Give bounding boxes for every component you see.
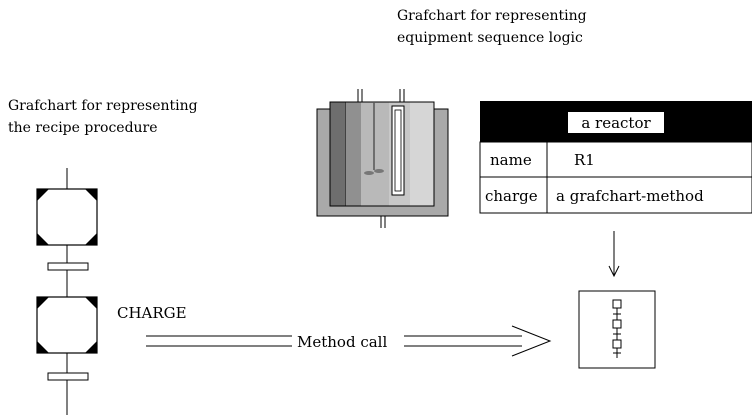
recipe-caption-line2: the recipe procedure (8, 120, 158, 136)
method-reference-arrow (608, 231, 620, 278)
charge-step-label: CHARGE (117, 304, 187, 322)
reactor-table-title: a reactor (581, 114, 651, 132)
method-call-arrow: Method call (146, 325, 552, 357)
attribute-charge-value: a grafchart-method (556, 187, 704, 205)
procedure-step-1[interactable] (36, 188, 98, 246)
transition-bar-2[interactable] (47, 372, 89, 381)
attribute-name-label: name (490, 151, 532, 169)
recipe-caption-line1: Grafchart for representing (8, 98, 198, 114)
method-call-label: Method call (297, 333, 387, 351)
attribute-charge-label: charge (485, 187, 538, 205)
charge-step[interactable] (36, 296, 98, 354)
reactor-table: a reactor name R1 charge a grafchart-met… (479, 101, 752, 214)
grafchart-method-icon[interactable] (578, 290, 656, 369)
transition-bar-1[interactable] (47, 262, 89, 271)
equipment-caption-line1: Grafchart for representing (397, 8, 587, 24)
equipment-caption-line2: equipment sequence logic (397, 30, 583, 46)
attribute-name-value: R1 (574, 151, 595, 169)
reactor-illustration (316, 89, 449, 228)
recipe-grafchart: CHARGE (36, 168, 187, 415)
reactor-table-title-box (568, 112, 664, 133)
